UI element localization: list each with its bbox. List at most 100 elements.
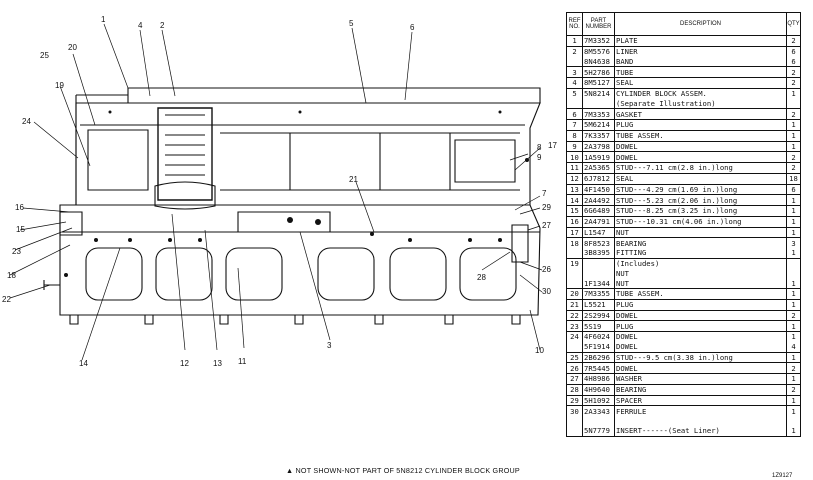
ref-no-cell: 8 — [566, 129, 583, 141]
ref-no-cell: 18 — [566, 237, 583, 248]
part-number-cell: 5H2786 — [582, 66, 615, 78]
qty-cell: 1 — [786, 140, 801, 152]
qty-cell: 2 — [786, 362, 801, 374]
callout-26: 26 — [542, 265, 551, 274]
ref-no-cell — [566, 98, 583, 109]
qty-cell: 1 — [786, 129, 801, 141]
ref-no-cell: 5 — [566, 87, 583, 99]
description-cell: SEAL — [614, 77, 787, 89]
qty-cell: 1 — [786, 87, 801, 99]
callout-30: 30 — [542, 287, 551, 296]
part-number-cell: 7M3352 — [582, 35, 615, 47]
description-cell: LINER — [614, 45, 787, 57]
ref-no-cell: 22 — [566, 309, 583, 321]
ref-no-cell: 30 — [566, 405, 583, 416]
ref-no-cell: 16 — [566, 215, 583, 227]
block-upper-body — [75, 102, 541, 206]
table-row: 19(Includes) — [566, 257, 801, 269]
part-number-cell: 7R5445 — [582, 362, 615, 374]
ref-no-cell: 13 — [566, 183, 583, 195]
part-number-cell: 4F1450 — [582, 183, 615, 195]
part-number-cell: 4H9640 — [582, 383, 615, 395]
qty-cell: 6 — [786, 56, 801, 67]
description-cell: STUD---7.11 cm(2.8 in.)long — [614, 162, 787, 174]
description-cell: FITTING — [614, 248, 787, 259]
qty-cell: 2 — [786, 309, 801, 321]
callout-20: 20 — [68, 43, 77, 52]
cylinder-opening-3 — [225, 247, 283, 301]
ref-no-cell — [566, 56, 583, 67]
footnote: ▲ NOT SHOWN-NOT PART OF 5N8212 CYLINDER … — [286, 466, 520, 475]
table-row: (Separate Illustration) — [566, 98, 801, 109]
ref-no-cell: 7 — [566, 119, 583, 131]
description-cell: TUBE ASSEM. — [614, 288, 787, 300]
cylinder-block-drawing: 1 2 3 4 5 6 7 8 9 10 11 12 13 14 15 16 1… — [2, 15, 557, 368]
part-number-cell: 7M3355 — [582, 288, 615, 300]
header-qty: QTY — [786, 12, 801, 36]
part-number-cell: 5H1092 — [582, 394, 615, 406]
description-cell: (Separate Illustration) — [614, 98, 787, 109]
callout-4: 4 — [138, 21, 143, 30]
qty-cell: 4 — [786, 341, 801, 352]
cylinder-opening-1 — [85, 247, 143, 301]
qty-cell: 1 — [786, 405, 801, 416]
callout-15: 15 — [16, 225, 25, 234]
ref-no-cell: 1 — [566, 35, 583, 47]
part-number-cell: 5S19 — [582, 320, 615, 332]
callout-24: 24 — [22, 117, 31, 126]
ref-no-cell: 20 — [566, 288, 583, 300]
qty-cell: 2 — [786, 108, 801, 120]
drawing-number: 1Z9127 — [772, 473, 793, 479]
callout-8: 8 — [537, 143, 542, 152]
ref-no-cell: 25 — [566, 351, 583, 363]
part-number-cell: 2B6296 — [582, 351, 615, 363]
description-cell: STUD---10.31 cm(4.06 in.)long — [614, 215, 787, 227]
description-cell: DOWEL — [614, 151, 787, 163]
qty-cell: 2 — [786, 383, 801, 395]
description-cell: NUT — [614, 268, 787, 279]
callout-25: 25 — [40, 51, 49, 60]
parts-table-header: REF NO. PART NUMBER DESCRIPTION QTY — [566, 12, 801, 36]
callout-18: 18 — [7, 271, 16, 280]
ref-no-cell — [566, 278, 583, 289]
qty-cell: 1 — [786, 394, 801, 406]
callout-12: 12 — [180, 359, 189, 368]
part-number-cell: L1547 — [582, 226, 615, 238]
description-cell: (Includes) — [614, 257, 787, 269]
qty-cell: 6 — [786, 183, 801, 195]
part-number-cell: 1F1344 — [582, 278, 615, 289]
description-cell: BEARING — [614, 383, 787, 395]
ref-no-cell — [566, 341, 583, 352]
liner-shape — [157, 107, 213, 201]
qty-cell: 2 — [786, 66, 801, 78]
description-cell: PLUG — [614, 298, 787, 310]
part-number-cell: 2A4791 — [582, 215, 615, 227]
callout-27: 27 — [542, 221, 551, 230]
qty-cell: 2 — [786, 77, 801, 89]
description-cell: DOWEL — [614, 341, 787, 352]
ref-no-cell: 6 — [566, 108, 583, 120]
qty-cell: 1 — [786, 119, 801, 131]
qty-cell: 18 — [786, 172, 801, 184]
ref-no-cell: 23 — [566, 320, 583, 332]
part-number-cell — [582, 257, 615, 269]
part-number-cell: 1A5919 — [582, 151, 615, 163]
description-cell: SPACER — [614, 394, 787, 406]
ref-no-cell: 17 — [566, 226, 583, 238]
description-cell: TUBE ASSEM. — [614, 129, 787, 141]
part-number-cell: 2A5365 — [582, 162, 615, 174]
